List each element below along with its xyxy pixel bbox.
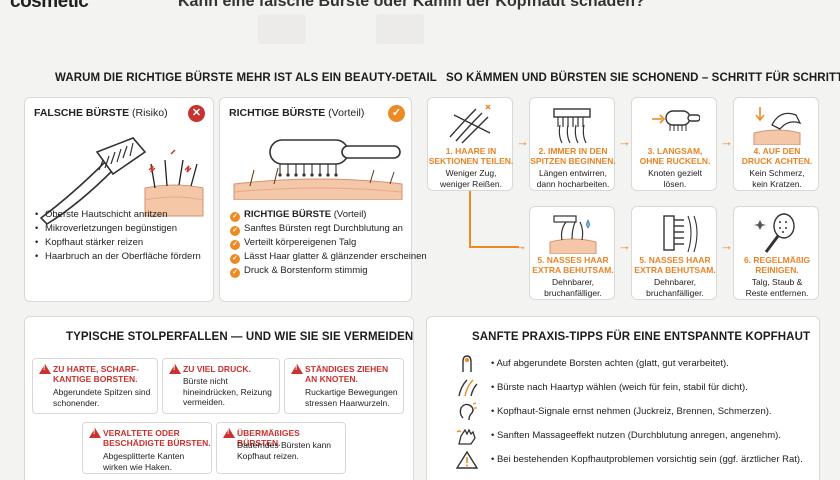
check-icon: ✓ <box>388 105 405 122</box>
step-desc: Talg, Staub &Reste entfernen. <box>745 277 809 298</box>
ear-signal-icon <box>459 402 477 421</box>
pitfall-title: ZU HARTE, SCHARF-KANTIGE BORSTEN. <box>53 364 139 384</box>
card-wrong-brush: FALSCHE BÜRSTE (Risiko) ✕ •Oberste Hauts… <box>24 97 214 302</box>
arrow-right-icon: → <box>618 238 631 253</box>
header: cosmetic Kann eine falsche Bürste oder K… <box>0 0 840 46</box>
warning-icon <box>169 364 181 374</box>
hair-type-icon <box>458 379 478 397</box>
list-item: ✓Druck & Borstenform stimmig <box>230 264 427 278</box>
arrow-right-icon: → <box>720 134 733 149</box>
step-desc: Kein Schmerz,kein Kratzen. <box>749 168 805 189</box>
check-icon: ✓ <box>230 254 240 264</box>
right-brush-list: ✓RICHTIGE BÜRSTE (Vorteil) ✓Sanftes Bürs… <box>230 208 427 278</box>
section-title-steps: SO KÄMMEN UND BÜRSTEN SIE SCHONEND – SCH… <box>446 72 840 84</box>
section-title-why: WARUM DIE RICHTIGE BÜRSTE MEHR IST ALS E… <box>55 72 437 84</box>
section-title-tips: SANFTE PRAXIS-TIPPS FÜR EINE ENTSPANNTE … <box>472 331 811 343</box>
section-title-pitfalls: TYPISCHE STOLPERFALLEN — UND WIE SIE SIE… <box>66 331 414 343</box>
hair-sections-icon <box>449 104 491 144</box>
card-heading: FALSCHE BÜRSTE (Risiko) <box>34 107 168 119</box>
pitfall-card: ZU HARTE, SCHARF-KANTIGE BORSTEN. Abgeru… <box>32 358 158 414</box>
wrong-brush-list: •Oberste Hautschicht anritzen •Mikroverl… <box>35 208 201 264</box>
pitfall-card: ÜBERMÄßIGES BÜRSTEN. Dauerndes Bürsten k… <box>216 422 346 474</box>
check-icon: ✓ <box>230 226 240 236</box>
clean-brush-icon <box>754 213 795 253</box>
connector-line <box>469 191 471 247</box>
list-item: ✓Verteilt körpereigenen Talg <box>230 236 427 250</box>
step-desc: Dehnbarer,bruchanfälliger. <box>646 277 704 298</box>
list-item: ✓RICHTIGE BÜRSTE (Vorteil) <box>230 208 427 222</box>
wet-scalp-icon <box>549 215 597 254</box>
check-icon: ✓ <box>230 268 240 278</box>
header-placeholder <box>376 14 424 44</box>
warning-icon <box>223 428 235 438</box>
tips-panel <box>426 316 820 480</box>
header-placeholder <box>258 14 306 44</box>
check-icon: ✓ <box>230 240 240 250</box>
arrow-right-icon: → <box>516 134 529 149</box>
step-title: 3. LANGSAM,OHNE RUCKELN. <box>639 146 711 166</box>
list-item: •Kopfhaut stärker reizen <box>35 237 144 248</box>
wide-comb-icon <box>663 215 698 253</box>
pressure-icon <box>753 107 802 145</box>
pitfall-card: ZU VIEL DRUCK. Bürste nichthineindrücken… <box>162 358 280 414</box>
warning-icon <box>89 428 101 438</box>
massage-hand-icon <box>456 428 476 445</box>
list-item: ✓Sanftes Bürsten regt Durchblutung an <box>230 222 427 236</box>
step-desc: Weniger Zug,weniger Reißen. <box>440 168 502 189</box>
check-icon: ✓ <box>230 212 240 222</box>
arrow-right-icon: → <box>514 238 527 253</box>
list-item: ✓Lässt Haar glatter & glänzender erschei… <box>230 250 427 264</box>
arrow-right-icon: → <box>720 238 733 253</box>
step-desc: Dehnbarer,bruchanfälliger. <box>544 277 602 298</box>
rounded-bristle-icon <box>462 355 472 372</box>
pitfall-title: ZU VIEL DRUCK. <box>183 364 251 374</box>
arrow-right-icon: → <box>618 134 631 149</box>
brand-logo[interactable]: cosmetic <box>10 0 89 12</box>
comb-ends-icon <box>553 108 591 144</box>
connector-line <box>469 246 519 248</box>
card-right-brush: RICHTIGE BÜRSTE (Vorteil) ✓ ✓RICHTIGE BÜ… <box>219 97 427 302</box>
x-icon: ✕ <box>188 105 205 122</box>
pitfall-title: ÜBERMÄßIGES BÜRSTEN. <box>237 428 300 448</box>
warning-icon <box>39 364 51 374</box>
page-title: Kann eine falsche Bürste oder Kamm der K… <box>178 0 645 10</box>
brush-slow-icon <box>652 110 700 131</box>
wrong-brush-illustration <box>39 137 204 226</box>
list-item: •Oberste Hautschicht anritzen <box>35 209 168 220</box>
right-brush-illustration <box>233 139 403 200</box>
list-item: •Mikroverletzungen begünstigen <box>35 223 178 234</box>
warning-icon <box>291 364 303 374</box>
step-desc: Längen entwirren,dann hocharbeiten. <box>536 168 610 189</box>
list-item: •Haarbruch an der Oberfläche fördern <box>35 251 201 262</box>
card-heading: RICHTIGE BÜRSTE (Vorteil) <box>229 107 365 119</box>
caution-icon <box>455 450 479 469</box>
